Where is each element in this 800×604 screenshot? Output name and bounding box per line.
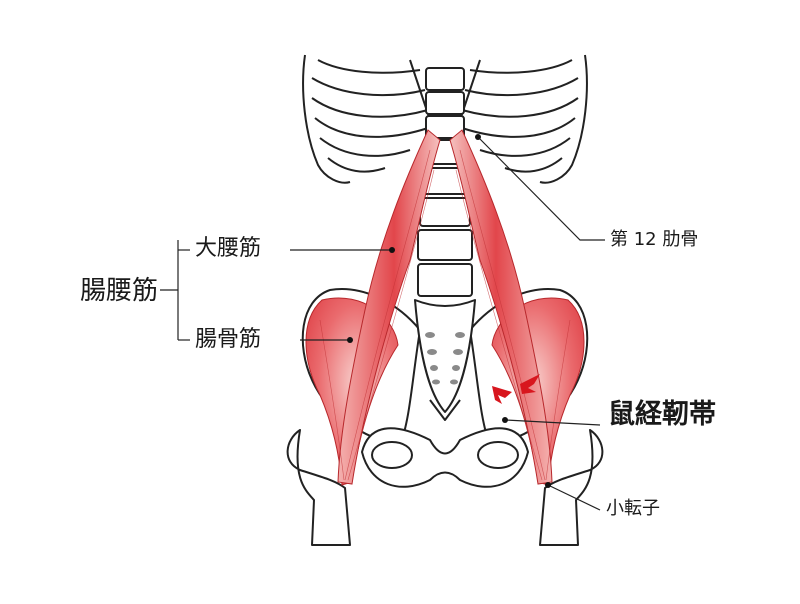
psoas-major-left — [337, 129, 441, 485]
leader-dots — [347, 134, 551, 488]
psoas-major-right — [449, 129, 553, 485]
label-lesser-trochanter: 小転子 — [606, 498, 660, 519]
label-iliacus: 腸骨筋 — [195, 327, 262, 352]
muscle-figure — [305, 129, 585, 486]
label-12th-rib: 第 12 肋骨 — [610, 229, 699, 250]
label-iliopsoas: 腸腰筋 — [80, 276, 159, 306]
label-psoas-major: 大腰筋 — [195, 236, 262, 261]
sacral-foramina — [425, 332, 465, 385]
leader-lines — [160, 136, 605, 511]
label-inguinal-ligament: 鼠経靭帯 — [608, 399, 716, 430]
ligament-marks — [492, 374, 540, 404]
femurs — [286, 429, 604, 546]
